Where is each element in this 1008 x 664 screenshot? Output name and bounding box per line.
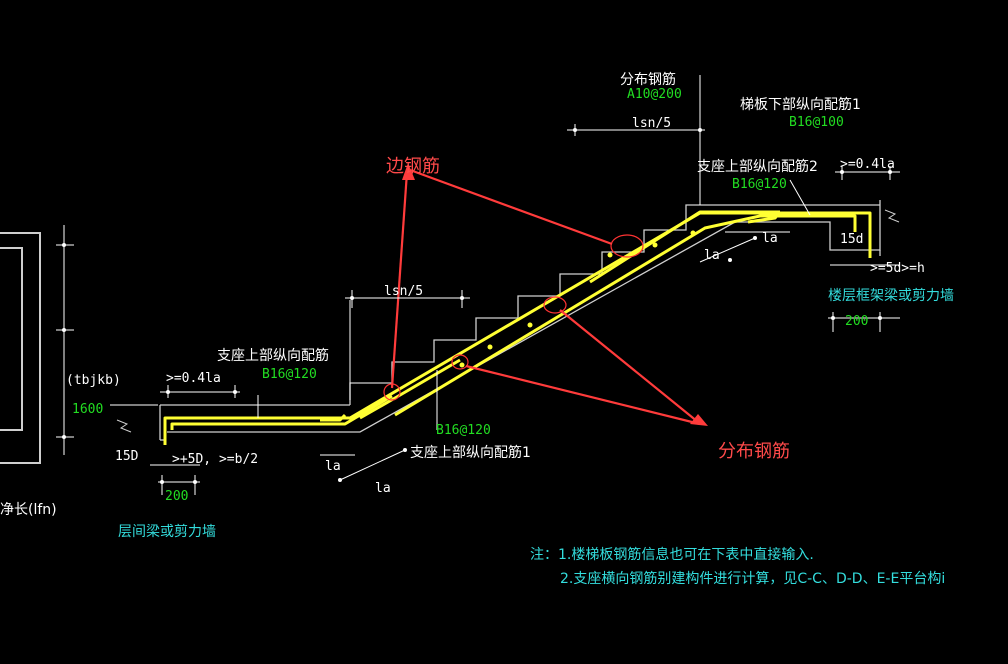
break-symbol-left (116, 419, 132, 433)
annotations: 分布钢筋 A10@200 梯板下部纵向配筋1 B16@100 lsn/5 支座上… (0, 71, 954, 540)
stair-outline (159, 200, 881, 441)
label-la-lower-1: la (325, 459, 341, 474)
callout-arrowheads (402, 163, 708, 426)
label-slab-bottom-rebar-1: 梯板下部纵向配筋1 (740, 96, 861, 113)
label-ge-04la-lower: >=0.4la (166, 371, 221, 386)
notes: 注：1.楼梯板钢筋信息也可在下表中直接输入. 2.支座横向钢筋别建构件进行计算，… (530, 546, 945, 587)
callout-distribution-rebar: 分布钢筋 (718, 441, 790, 462)
spec-distribution-rebar-top: A10@200 (627, 87, 682, 102)
label-dim-1600: 1600 (72, 402, 103, 417)
left-dimension-lines (56, 225, 158, 455)
rebar-set (163, 210, 872, 445)
label-ge-5d-h: >=5d>=h (870, 261, 925, 276)
label-dim-200-left: 200 (165, 489, 188, 504)
dimension-lines (150, 75, 900, 495)
spec-slab-bottom-rebar-1: B16@100 (789, 115, 844, 130)
label-distribution-rebar-top: 分布钢筋 (620, 71, 676, 88)
label-support-top-rebar-1: 支座上部纵向配筋1 (410, 444, 531, 461)
label-clear-length: 净长(lfn) (0, 502, 57, 518)
dimension-ticks (62, 128, 892, 484)
break-symbol-right (884, 209, 900, 223)
label-15d-upper: 15d (840, 232, 863, 247)
label-la-lower-2: la (375, 481, 391, 496)
label-la-upper-1: la (762, 231, 778, 246)
left-wall-section (0, 232, 41, 464)
label-mid-beam: 层间梁或剪力墙 (118, 524, 216, 540)
label-support-top-rebar-2: 支座上部纵向配筋2 (697, 158, 818, 175)
label-floor-frame-beam: 楼层框架梁或剪力墙 (828, 288, 954, 304)
spec-support-top-rebar-left: B16@120 (262, 367, 317, 382)
label-la-upper-2: la (704, 248, 720, 263)
distribution-rebar-dots (459, 230, 696, 368)
label-tbjkb: (tbjkb) (66, 373, 121, 388)
callout-arrows (390, 168, 701, 426)
spec-support-top-rebar-2: B16@120 (732, 177, 787, 192)
label-15d-lower: 15D (115, 449, 139, 464)
label-ge-04la-upper: >=0.4la (840, 157, 895, 172)
label-support-top-rebar-left: 支座上部纵向配筋 (217, 347, 329, 364)
label-lsn5-lower: lsn/5 (384, 284, 423, 299)
note-line-2: 2.支座横向钢筋别建构件进行计算，见C-C、D-D、E-E平台构i (560, 570, 945, 587)
spec-support-top-rebar-1: B16@120 (436, 423, 491, 438)
callout-edge-rebar: 边钢筋 (386, 156, 440, 177)
label-ge-5d-b2: >+5D, >=b/2 (172, 452, 258, 467)
label-lsn5-upper: lsn/5 (632, 116, 671, 131)
note-line-1: 注：1.楼梯板钢筋信息也可在下表中直接输入. (530, 546, 814, 563)
label-dim-200-right: 200 (845, 314, 868, 329)
